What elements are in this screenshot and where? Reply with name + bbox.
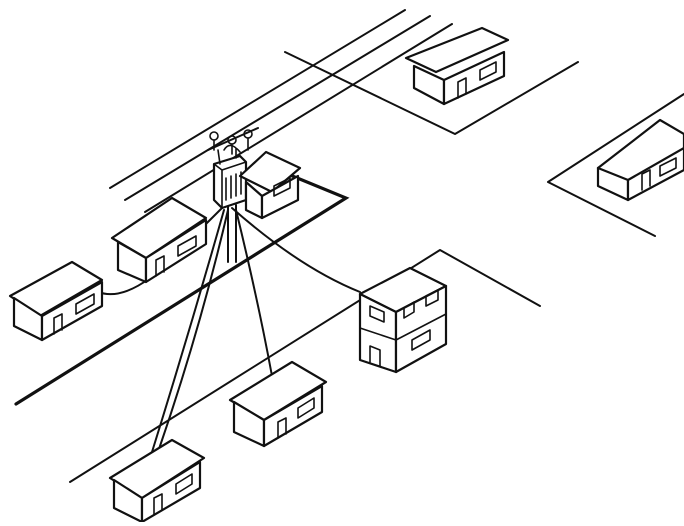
house-behind-pole bbox=[240, 152, 300, 218]
house-far-top bbox=[406, 28, 508, 104]
drop-front-mid bbox=[236, 210, 272, 376]
house-left-mid bbox=[112, 198, 206, 282]
house-far-right bbox=[598, 120, 684, 200]
utility-pole bbox=[228, 205, 236, 262]
house-two-storey bbox=[360, 268, 446, 372]
house-left-end bbox=[10, 262, 102, 340]
house-front-mid bbox=[230, 362, 326, 446]
drop-two-storey bbox=[232, 208, 360, 292]
house-front-left bbox=[110, 440, 204, 522]
street-lines bbox=[16, 52, 684, 482]
